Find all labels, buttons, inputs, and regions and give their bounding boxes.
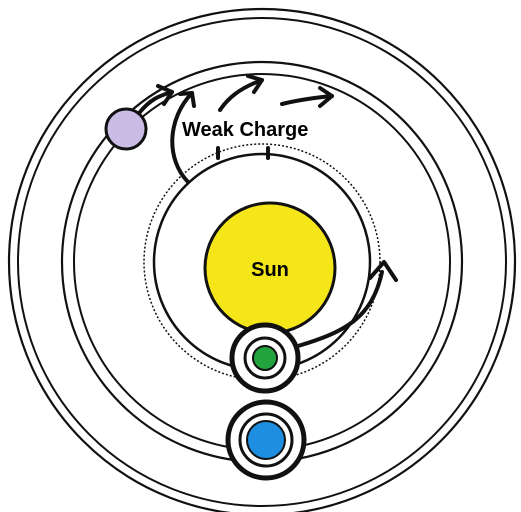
sun-label: Sun	[251, 259, 289, 281]
small-body	[106, 109, 146, 149]
sun: Sun	[205, 203, 335, 333]
inner-planet-body	[253, 346, 277, 370]
outer-planet-body	[247, 421, 285, 459]
outer-planet	[228, 402, 304, 478]
inner-planet	[232, 325, 298, 391]
weak-charge-label: Weak Charge	[182, 119, 308, 141]
